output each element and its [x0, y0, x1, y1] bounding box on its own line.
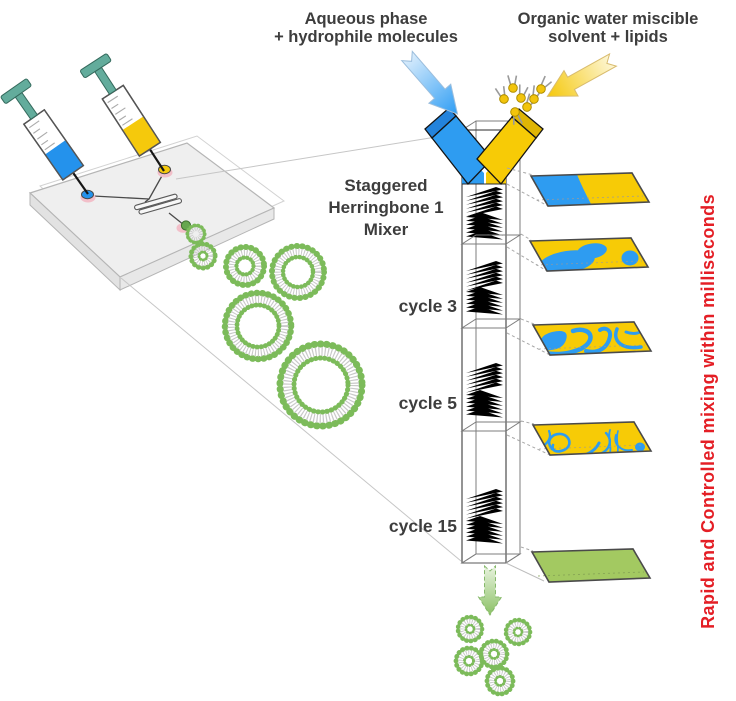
cross-section-inset-4 [531, 421, 653, 456]
aqueous-phase-label-line1: Aqueous phase [304, 10, 428, 28]
inset-connector-lines [505, 167, 551, 582]
liposome-icon [223, 244, 267, 288]
outlet-port [176, 220, 192, 233]
liposome-icon [478, 638, 510, 670]
syringe-aqueous-icon [0, 78, 89, 195]
cross-section-planes [460, 234, 522, 564]
liposome-products-left [188, 241, 366, 430]
liposome-products-bottom [453, 614, 533, 697]
liposome-icon [455, 614, 485, 644]
cross-section-inset-5 [530, 548, 652, 583]
liposome-icon [188, 241, 218, 271]
magnification-lines [120, 132, 462, 562]
liposome-icon [269, 243, 327, 301]
liposome-icon [221, 289, 295, 363]
cycle-15-label: cycle 15 [388, 516, 457, 536]
herringbone-channel [424, 107, 544, 564]
liposome-icon [453, 645, 485, 677]
aqueous-flow-arrow [400, 50, 459, 115]
aqueous-phase-label-line2: + hydrophile molecules [274, 28, 458, 47]
herringbone-chevrons [466, 187, 503, 544]
lipid-molecules-icon [494, 75, 553, 125]
cross-section-inset-2 [528, 237, 650, 272]
rapid-mixing-note: Rapid and Controlled mixing within milli… [687, 168, 729, 654]
syringe-solvent-icon [80, 53, 165, 172]
organic-solvent-label-line2: solvent + lipids [548, 28, 668, 47]
cycle-5-label: cycle 5 [398, 393, 457, 413]
liposome-icon [276, 340, 366, 430]
rapid-mixing-note-text: Rapid and Controlled mixing within milli… [697, 193, 718, 629]
organic-solvent-label-line1: Organic water miscible [517, 10, 699, 28]
mixer-label-line1: Staggered [344, 176, 428, 195]
liposome-icon [185, 223, 207, 245]
aqueous-phase-label: Aqueous phase + hydrophile molecules [250, 10, 482, 47]
chip-outlet-channel [168, 212, 185, 226]
solvent-flow-arrow [546, 52, 618, 97]
organic-solvent-label: Organic water miscible solvent + lipids [498, 10, 718, 47]
microfluidic-chip [28, 135, 285, 292]
liposome-icon [503, 617, 533, 647]
inlet-port-aqueous [80, 189, 96, 203]
liposome-icon [484, 665, 516, 697]
outlet-arrow [477, 564, 503, 616]
mixer-label-line3: Mixer [363, 220, 409, 240]
mixer-label-line2: Herringbone 1 [328, 198, 444, 218]
cycle-3-label: cycle 3 [398, 296, 457, 316]
y-inlet-solvent-arm [476, 108, 544, 185]
staggered-herringbone-mixer-label: Staggered Herringbone 1 Mixer [325, 175, 447, 241]
cross-section-inset-1 [529, 172, 651, 207]
chip-herringbone-mixer [134, 193, 183, 215]
cross-section-inset-3 [531, 321, 653, 356]
chip-inlet-channels [92, 173, 164, 203]
